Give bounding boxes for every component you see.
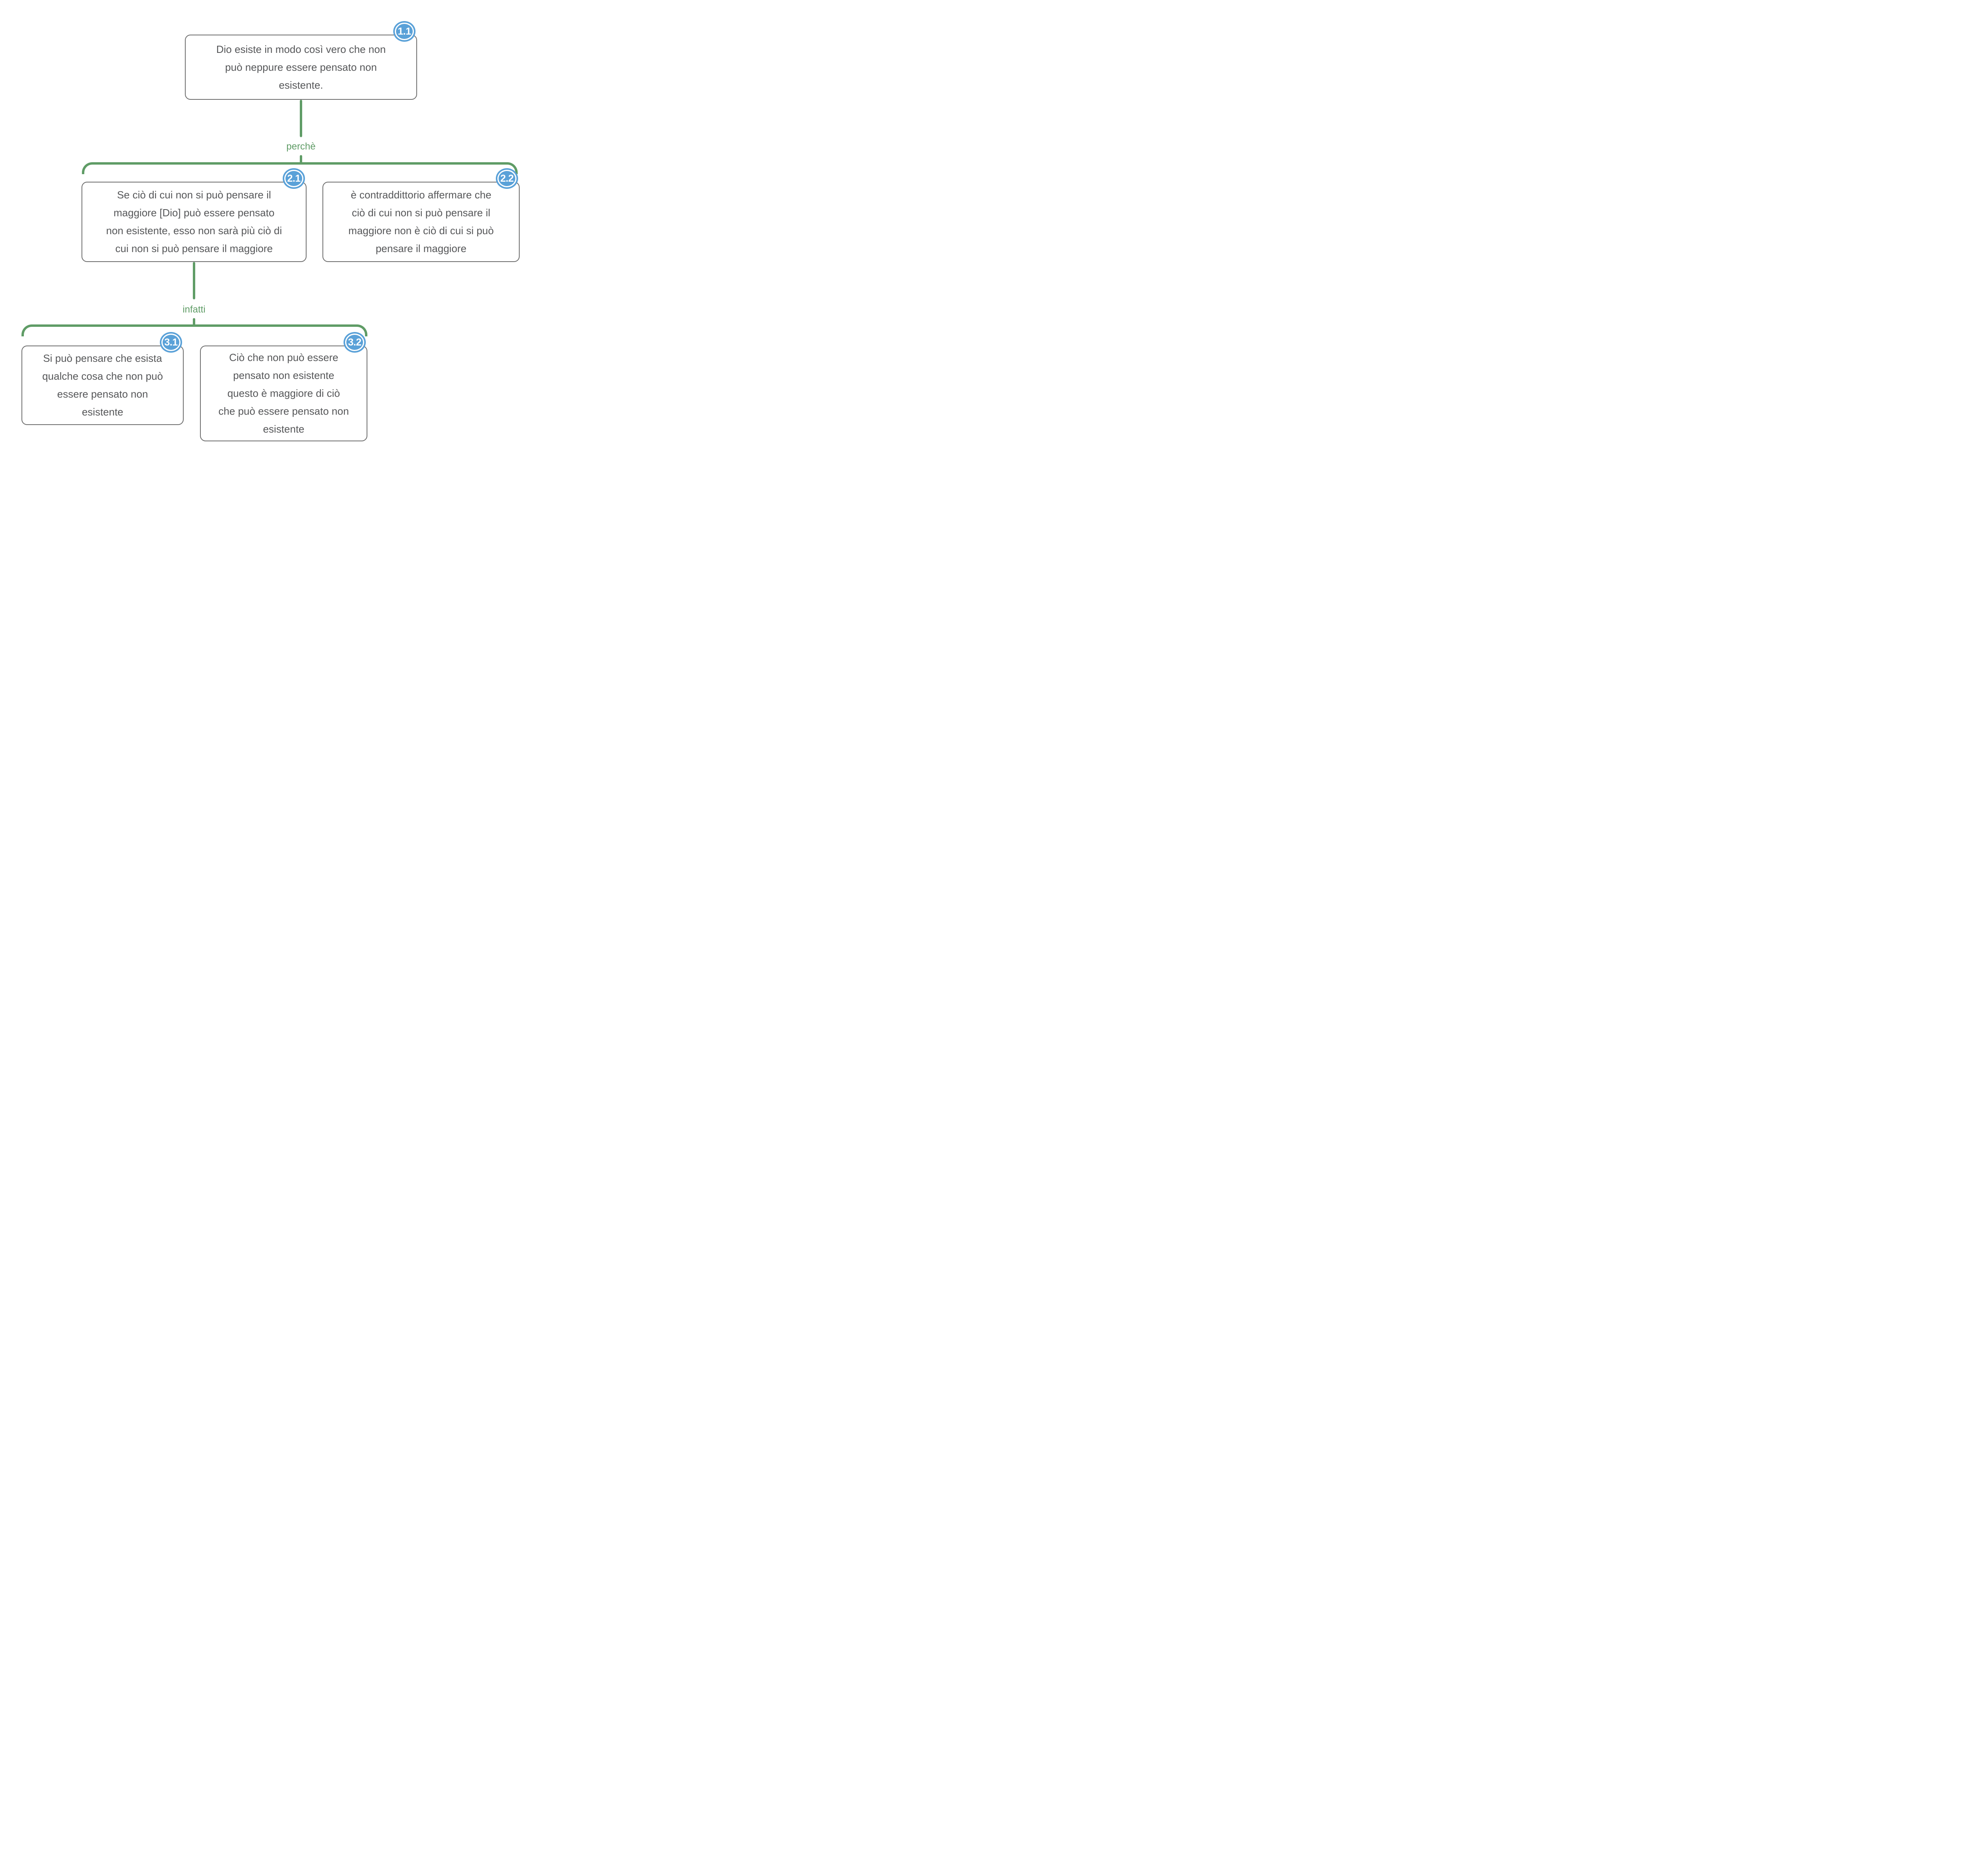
node-text-3-2: Ciò che non può essere pensato non esist…: [218, 351, 349, 435]
node-box-2-1[interactable]: 2.1 Se ciò di cui non si può pensare il …: [82, 168, 307, 262]
node-badge-1-1: 1.1: [393, 21, 415, 42]
node-badge-2-2: 2.2: [496, 168, 518, 189]
connector-bracket-2: [21, 324, 367, 336]
node-text-3-1: Si può pensare che esista qualche cosa c…: [42, 352, 163, 418]
edge-label-perche: perchè: [286, 141, 316, 152]
node-badge-2-1: 2.1: [283, 168, 305, 189]
node-badge-3-2: 3.2: [344, 332, 366, 353]
badge-number: 3.2: [348, 336, 361, 348]
connector-stem-1-upper: [300, 100, 302, 137]
edge-label-infatti: infatti: [182, 304, 206, 315]
connector-stem-2-upper: [193, 262, 195, 299]
node-text-1-1: Dio esiste in modo così vero che non può…: [216, 43, 386, 91]
node-text-2-1: Se ciò di cui non si può pensare il magg…: [106, 189, 282, 254]
argument-map-diagram: perchè infatti 1.1 Dio esiste in modo co…: [0, 0, 541, 463]
badge-number: 3.1: [164, 336, 178, 348]
badge-number: 1.1: [398, 25, 411, 37]
node-box-3-1[interactable]: 3.1 Si può pensare che esista qualche co…: [21, 332, 184, 425]
badge-number: 2.2: [500, 173, 514, 184]
node-badge-3-1: 3.1: [160, 332, 182, 353]
connector-stem-1-lower: [300, 155, 302, 163]
badge-number: 2.1: [287, 173, 301, 184]
node-box-3-2[interactable]: 3.2 Ciò che non può essere pensato non e…: [200, 332, 367, 441]
connector-bracket-1: [82, 162, 518, 174]
node-box-1-1[interactable]: 1.1 Dio esiste in modo così vero che non…: [185, 21, 417, 100]
node-box-2-2[interactable]: 2.2 è contraddittorio affermare che ciò …: [322, 168, 520, 262]
connector-stem-2-lower: [193, 318, 195, 325]
node-text-2-2: è contraddittorio affermare che ciò di c…: [348, 189, 494, 254]
